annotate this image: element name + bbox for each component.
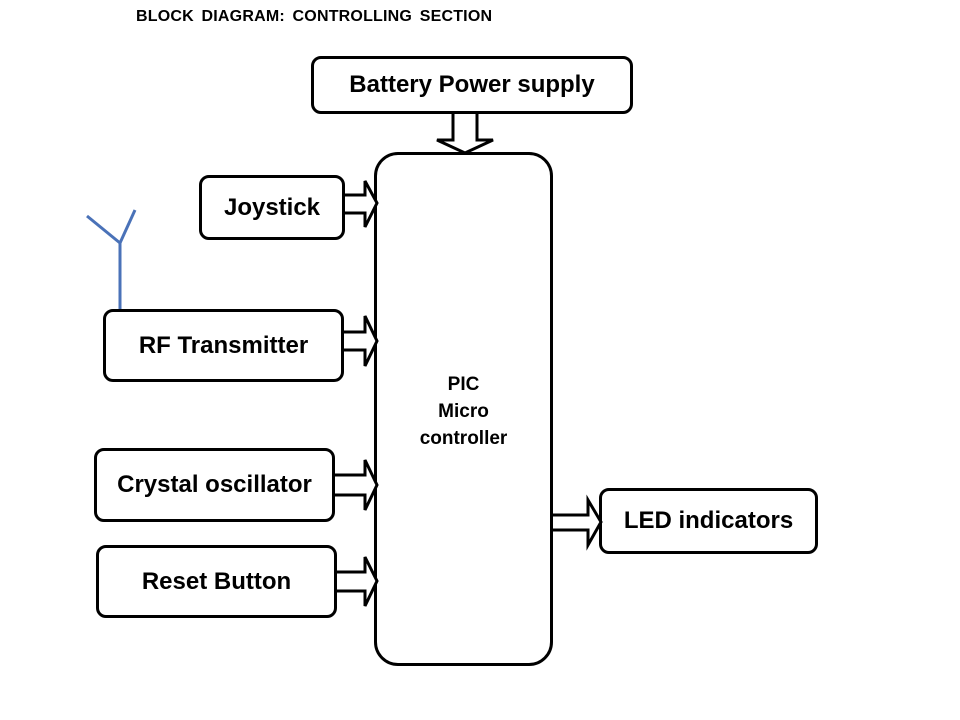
rf-transmitter-label: RF Transmitter <box>138 331 309 359</box>
microcontroller-label-line2: Micro <box>438 401 489 422</box>
diagram-title: BLOCK DIAGRAM: CONTROLLING SECTION <box>136 8 493 25</box>
reset-button-label: Reset Button <box>141 567 292 595</box>
mcu-to-led-arrow <box>553 494 603 551</box>
microcontroller-label-line3: controller <box>419 428 508 449</box>
joystick-block: Joystick <box>199 175 345 240</box>
antenna-icon <box>86 209 137 309</box>
reset-button-block: Reset Button <box>96 545 337 618</box>
crystal-to-mcu-arrow <box>335 459 379 511</box>
led-indicators-label: LED indicators <box>623 507 794 534</box>
pic-microcontroller-block: PIC Micro controller <box>374 152 553 666</box>
battery-power-supply-label: Battery Power supply <box>349 71 595 98</box>
battery-power-supply-block: Battery Power supply <box>311 56 633 114</box>
reset-to-mcu-arrow <box>337 556 379 607</box>
microcontroller-label: PIC Micro controller <box>377 371 550 452</box>
crystal-oscillator-block: Crystal oscillator <box>94 448 335 522</box>
rf-transmitter-block: RF Transmitter <box>103 309 344 382</box>
led-indicators-block: LED indicators <box>599 488 818 554</box>
rf-transmitter-to-mcu-arrow <box>344 315 379 367</box>
joystick-to-mcu-arrow <box>345 180 379 228</box>
joystick-label: Joystick <box>223 193 321 221</box>
crystal-oscillator-label: Crystal oscillator <box>117 471 312 498</box>
microcontroller-label-line1: PIC <box>447 374 480 395</box>
battery-to-mcu-arrow <box>436 114 494 155</box>
